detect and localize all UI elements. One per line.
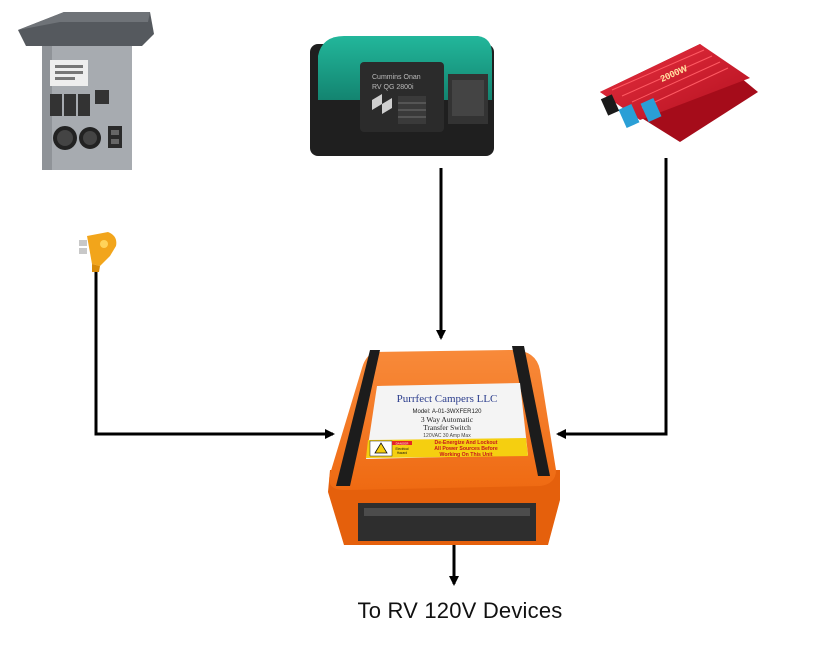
rating-label: 120VAC 30 Amp Max <box>423 433 471 439</box>
output-caption: To RV 120V Devices <box>357 598 563 623</box>
connectors <box>94 158 668 586</box>
shore-power-pedestal-icon <box>18 12 154 170</box>
warning-line2: All Power Sources Before <box>434 446 498 452</box>
generator-brand-label: Cummins Onan <box>372 74 421 81</box>
transfer-switch-icon: Purrfect Campers LLC Model: A-01-3WXFER1… <box>328 346 560 545</box>
title-line2: Transfer Switch <box>423 423 471 432</box>
inverter-icon: 2000W <box>600 44 758 142</box>
hazard-icon <box>374 442 388 454</box>
cummins-logo-icon <box>372 94 392 114</box>
generator-model-label: RV QG 2800i <box>372 84 414 91</box>
warning-line1: De-Energize And Lockout <box>435 440 498 446</box>
inverter-connector-arrow <box>556 158 668 439</box>
danger-tag: DANGER <box>396 442 410 446</box>
hazard-tag-line1: Electrical <box>396 447 409 451</box>
hazard-tag-line2: Hazard <box>397 451 408 455</box>
title-line1: 3 Way Automatic <box>421 415 474 424</box>
model-label: Model: A-01-3WXFER120 <box>412 409 482 415</box>
warning-line3: Working On This Unit <box>440 452 493 458</box>
brand-label: Purrfect Campers LLC <box>397 393 498 405</box>
rv-plug-icon <box>79 232 117 272</box>
generator-icon: Cummins Onan RV QG 2800i <box>310 36 494 156</box>
inverter-outlet-icon <box>640 98 662 122</box>
inverter-outlet-icon <box>618 104 640 128</box>
left-rail <box>336 350 380 486</box>
right-rail <box>512 346 550 476</box>
shore-connector-arrow <box>94 272 335 439</box>
